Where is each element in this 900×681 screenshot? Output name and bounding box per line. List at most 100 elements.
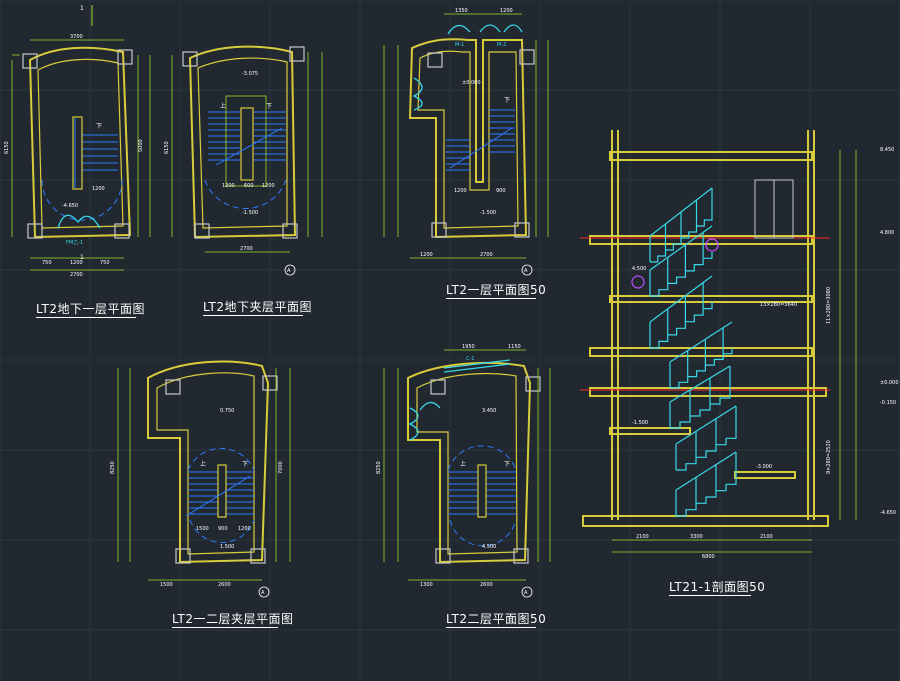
title-prefix: LT2 (669, 580, 691, 594)
landing-arc (189, 519, 255, 544)
stair-flight (650, 252, 713, 297)
dim-text: 1500 (160, 582, 173, 588)
stair-flight (670, 348, 733, 389)
column (165, 379, 181, 395)
stair-well (240, 107, 254, 181)
dimension-lines (171, 52, 323, 253)
plan-basement-mezzanine[interactable]: A -3.075 -1.500 6150 2700 1200 600 1200 … (164, 45, 323, 276)
dim-text: 6150 (4, 141, 10, 154)
detail-marker (705, 238, 719, 252)
dim-text: 6800 (702, 554, 715, 560)
plan-first-second-mezzanine[interactable]: A 0.750 1.500 1500 2600 1500 900 1200 82… (110, 360, 291, 598)
axis-label: A (524, 590, 528, 596)
landing-arc (41, 179, 123, 221)
column (289, 46, 305, 62)
title-name: 地下夹层平面图 (224, 300, 313, 314)
wall-outline (147, 360, 270, 564)
column (431, 222, 447, 238)
level-mark: 4.800 (880, 230, 894, 236)
dim-text: 13×280=3640 (760, 302, 797, 308)
stair-flight (676, 432, 737, 471)
title-underline (446, 627, 536, 628)
landing-arc (187, 447, 255, 471)
axis-bubble (521, 264, 533, 276)
stair-treads (448, 471, 516, 515)
axis-label: A (287, 268, 291, 274)
dim-text: 1200 (92, 186, 105, 192)
stair-label: 下 (96, 123, 102, 130)
level-mark: -1.500 (632, 420, 648, 426)
handrail (649, 275, 713, 323)
column (175, 548, 191, 564)
dim-text: 900 (218, 526, 228, 532)
axis-label: A (261, 590, 265, 596)
column (525, 376, 541, 392)
dim-text: 2100 (760, 534, 773, 540)
door-tag: M-1 (455, 42, 464, 48)
level-mark: 0.750 (220, 408, 234, 414)
dim-text: 1150 (508, 344, 521, 350)
column (250, 548, 266, 564)
wall-inner (156, 372, 255, 555)
door-tag: FM乙-1 (66, 239, 83, 246)
dim-text: 2700 (480, 252, 493, 258)
drawing-title-first-floor: LT2 一层平面图50 (446, 281, 546, 298)
dim-text: 6150 (164, 141, 170, 154)
handrail (675, 451, 737, 491)
column (117, 49, 133, 65)
title-underline (669, 595, 751, 596)
dim-text: 2700 (70, 272, 83, 278)
window (443, 359, 511, 373)
break-line (449, 127, 513, 169)
dim-text: 1200 (262, 183, 275, 189)
stair-well (217, 464, 227, 518)
column (282, 223, 298, 239)
plan-first-floor[interactable]: A 1350 1200 ±0.000 -1.500 1200 2700 M-1 … (383, 8, 549, 276)
wall-inner (417, 50, 519, 229)
door-swing (412, 77, 423, 111)
dimension-lines (612, 150, 857, 553)
dimension-lines (11, 39, 151, 271)
drawing-title-basement-1: LT2 地下一层平面图 (36, 300, 145, 317)
axis-label: A (524, 268, 528, 274)
break-line (215, 127, 283, 166)
level-mark: -4.650 (880, 510, 896, 516)
cut-number: 1 (80, 5, 84, 12)
dim-text: 5000 (138, 139, 144, 152)
landing-arc (204, 179, 287, 210)
level-mark: -1.500 (242, 210, 258, 216)
title-prefix: LT2 (446, 283, 468, 297)
landing-arc (447, 445, 517, 471)
section-1-1[interactable]: 8.450 4.800 ±0.000 -0.150 -4.650 2100 33… (580, 130, 899, 560)
detail-marker (631, 275, 645, 289)
dimension-lines (383, 349, 551, 581)
stair-treads (188, 471, 254, 515)
column (519, 49, 535, 65)
axis-bubble (258, 586, 270, 598)
dimension-lines (383, 13, 549, 259)
drawing-title-first-second-mezzanine: LT2 一二层夹层平面图 (172, 610, 294, 627)
dim-text: 1200 (500, 8, 513, 14)
column (427, 52, 443, 68)
stair-label: 上 (200, 460, 206, 468)
column (430, 379, 446, 395)
dim-text: 1200 (454, 188, 467, 194)
stair-label: 下 (242, 461, 248, 468)
title-name: 1-1剖面图 (690, 580, 750, 594)
title-underline (446, 298, 536, 299)
plan-second-floor[interactable]: A 1950 1150 C-1 3.450 4.500 1300 2600 82… (376, 344, 551, 598)
drawing-title-basement-mezzanine: LT2 地下夹层平面图 (203, 298, 312, 315)
handrail (669, 321, 733, 363)
dim-text: 7000 (278, 461, 284, 474)
dim-text: 11×280=3080 (826, 287, 832, 324)
title-name: 地下一层平面图 (57, 302, 146, 316)
stair-well (477, 464, 487, 518)
dim-text: 1200 (420, 252, 433, 258)
title-underline (203, 315, 303, 316)
title-scale: 50 (749, 580, 766, 594)
column (22, 53, 38, 69)
title-name: 一层平面图 (467, 283, 531, 297)
title-name: 一二层夹层平面图 (193, 612, 294, 626)
plan-basement-1[interactable]: 3700 6150 5000 750 1200 750 2700 -4.650 … (4, 5, 151, 278)
